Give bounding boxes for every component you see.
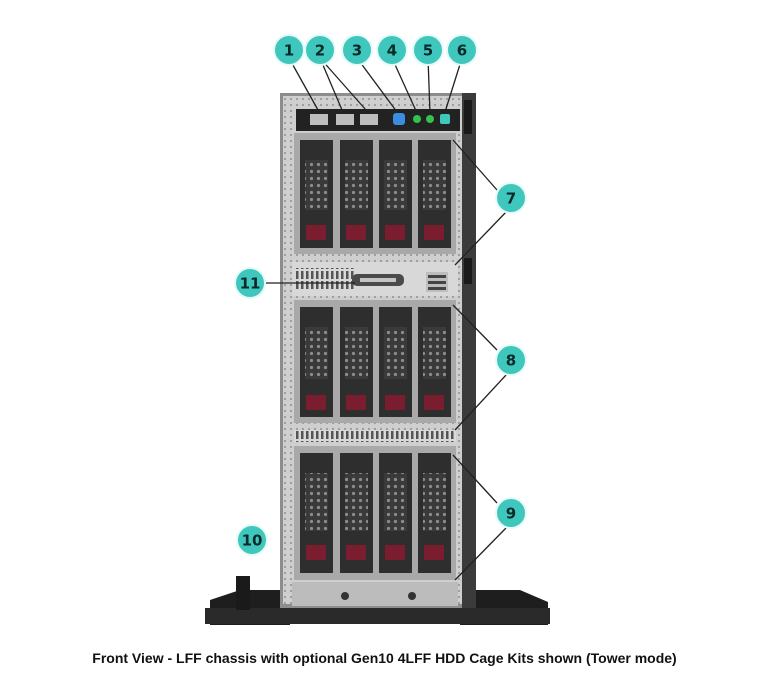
usb-port-3 <box>360 114 378 125</box>
drive-tray <box>300 140 333 248</box>
front-io-panel <box>296 109 460 131</box>
uid-button-icon <box>440 114 450 124</box>
drive-tray <box>379 453 412 573</box>
usb-port-1 <box>310 114 328 125</box>
drive-tray <box>418 140 451 248</box>
usb-port-2 <box>336 114 354 125</box>
callout-number: 8 <box>506 352 516 370</box>
drive-tray <box>340 307 373 417</box>
drive-tray <box>379 307 412 417</box>
vent-strip <box>294 430 456 442</box>
callout-4: 4 <box>376 34 408 66</box>
callout-number: 1 <box>284 42 294 60</box>
callout-2: 2 <box>304 34 336 66</box>
drive-tray <box>379 140 412 248</box>
health-led-icon <box>413 115 421 123</box>
callout-number: 9 <box>506 505 516 523</box>
figure-caption: Front View - LFF chassis with optional G… <box>92 650 677 666</box>
callout-number: 11 <box>240 275 261 293</box>
drive-cage-2 <box>294 300 456 423</box>
callout-number: 10 <box>242 532 263 550</box>
callout-6: 6 <box>446 34 478 66</box>
drive-tray <box>300 453 333 573</box>
power-button-icon <box>393 113 405 125</box>
drive-cage-3 <box>294 446 456 580</box>
callout-number: 5 <box>423 42 433 60</box>
callout-5: 5 <box>412 34 444 66</box>
chassis-feet <box>205 576 550 625</box>
callout-number: 3 <box>352 42 362 60</box>
callout-number: 7 <box>506 190 516 208</box>
drive-tray <box>300 307 333 417</box>
callout-number: 2 <box>315 42 325 60</box>
callout-3: 3 <box>341 34 373 66</box>
callout-11: 11 <box>234 267 266 299</box>
bottom-bezel <box>292 582 458 606</box>
callout-8: 8 <box>495 344 527 376</box>
drive-cage-1 <box>294 133 456 254</box>
callout-7: 7 <box>495 182 527 214</box>
leader-lines <box>265 57 509 581</box>
callout-number: 6 <box>457 42 467 60</box>
drive-tray <box>418 307 451 417</box>
nic-led-icon <box>426 115 434 123</box>
callout-9: 9 <box>495 497 527 529</box>
callout-10: 10 <box>236 524 268 556</box>
drive-tray <box>340 453 373 573</box>
callout-1: 1 <box>273 34 305 66</box>
drive-tray <box>418 453 451 573</box>
drive-tray <box>340 140 373 248</box>
callout-number: 4 <box>387 42 397 60</box>
media-bay <box>292 262 458 296</box>
